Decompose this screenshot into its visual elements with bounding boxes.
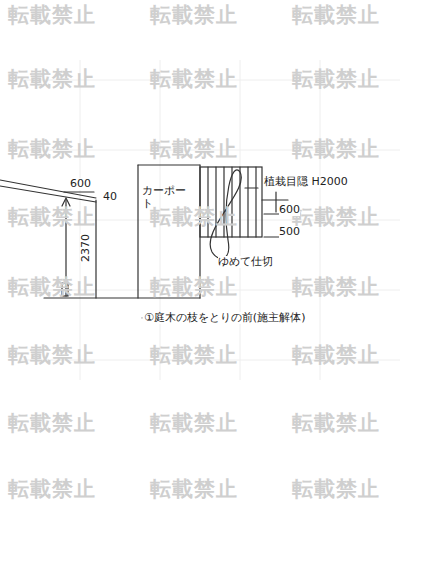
watermark: 転載禁止	[8, 4, 96, 27]
area-label: カーポート	[142, 184, 196, 210]
watermark: 転載禁止	[8, 344, 96, 367]
watermark: 転載禁止	[150, 138, 238, 161]
watermark: 転載禁止	[8, 138, 96, 161]
watermark: 転載禁止	[292, 344, 380, 367]
watermark: 転載禁止	[292, 412, 380, 435]
watermark: 転載禁止	[150, 68, 238, 91]
dimension-line	[275, 192, 276, 212]
watermark: 転載禁止	[150, 412, 238, 435]
note-dot	[141, 317, 142, 318]
fence-bar	[247, 167, 248, 237]
watermark: 転載禁止	[150, 276, 238, 299]
dimension: 600	[70, 178, 91, 190]
watermark: 転載禁止	[8, 206, 96, 229]
watermark: 転載禁止	[8, 276, 96, 299]
watermark: 転載禁止	[292, 206, 380, 229]
callout-note: 植栽目隠 H2000	[264, 176, 348, 188]
watermark: 転載禁止	[150, 344, 238, 367]
watermark: 転載禁止	[292, 138, 380, 161]
watermark: 転載禁止	[150, 478, 238, 501]
carport-area: カーポート	[142, 184, 196, 210]
leader-line	[262, 199, 288, 200]
fence-bar	[255, 167, 256, 237]
watermark: 転載禁止	[292, 4, 380, 27]
fence-bar	[239, 167, 240, 237]
leader-line	[245, 187, 258, 188]
watermark: 転載禁止	[8, 412, 96, 435]
watermark: 転載禁止	[292, 478, 380, 501]
dimension: 600	[279, 204, 300, 216]
dimension: 500	[279, 226, 300, 238]
callout-note: ゆめて仕切	[218, 256, 273, 268]
watermark: 転載禁止	[150, 206, 238, 229]
watermark: 転載禁止	[292, 276, 380, 299]
carport-post	[137, 165, 138, 298]
watermark: 転載禁止	[8, 68, 96, 91]
watermark: 転載禁止	[150, 4, 238, 27]
carport-roof	[138, 164, 200, 165]
watermark: 転載禁止	[8, 478, 96, 501]
dimension-line	[64, 191, 94, 192]
dimension-arrow	[62, 198, 70, 206]
watermark: 転載禁止	[292, 68, 380, 91]
dimension: 40	[103, 191, 117, 203]
dimension: 2370	[80, 234, 92, 262]
note: ①庭木の枝をとりの前(施主解体)	[144, 312, 305, 324]
